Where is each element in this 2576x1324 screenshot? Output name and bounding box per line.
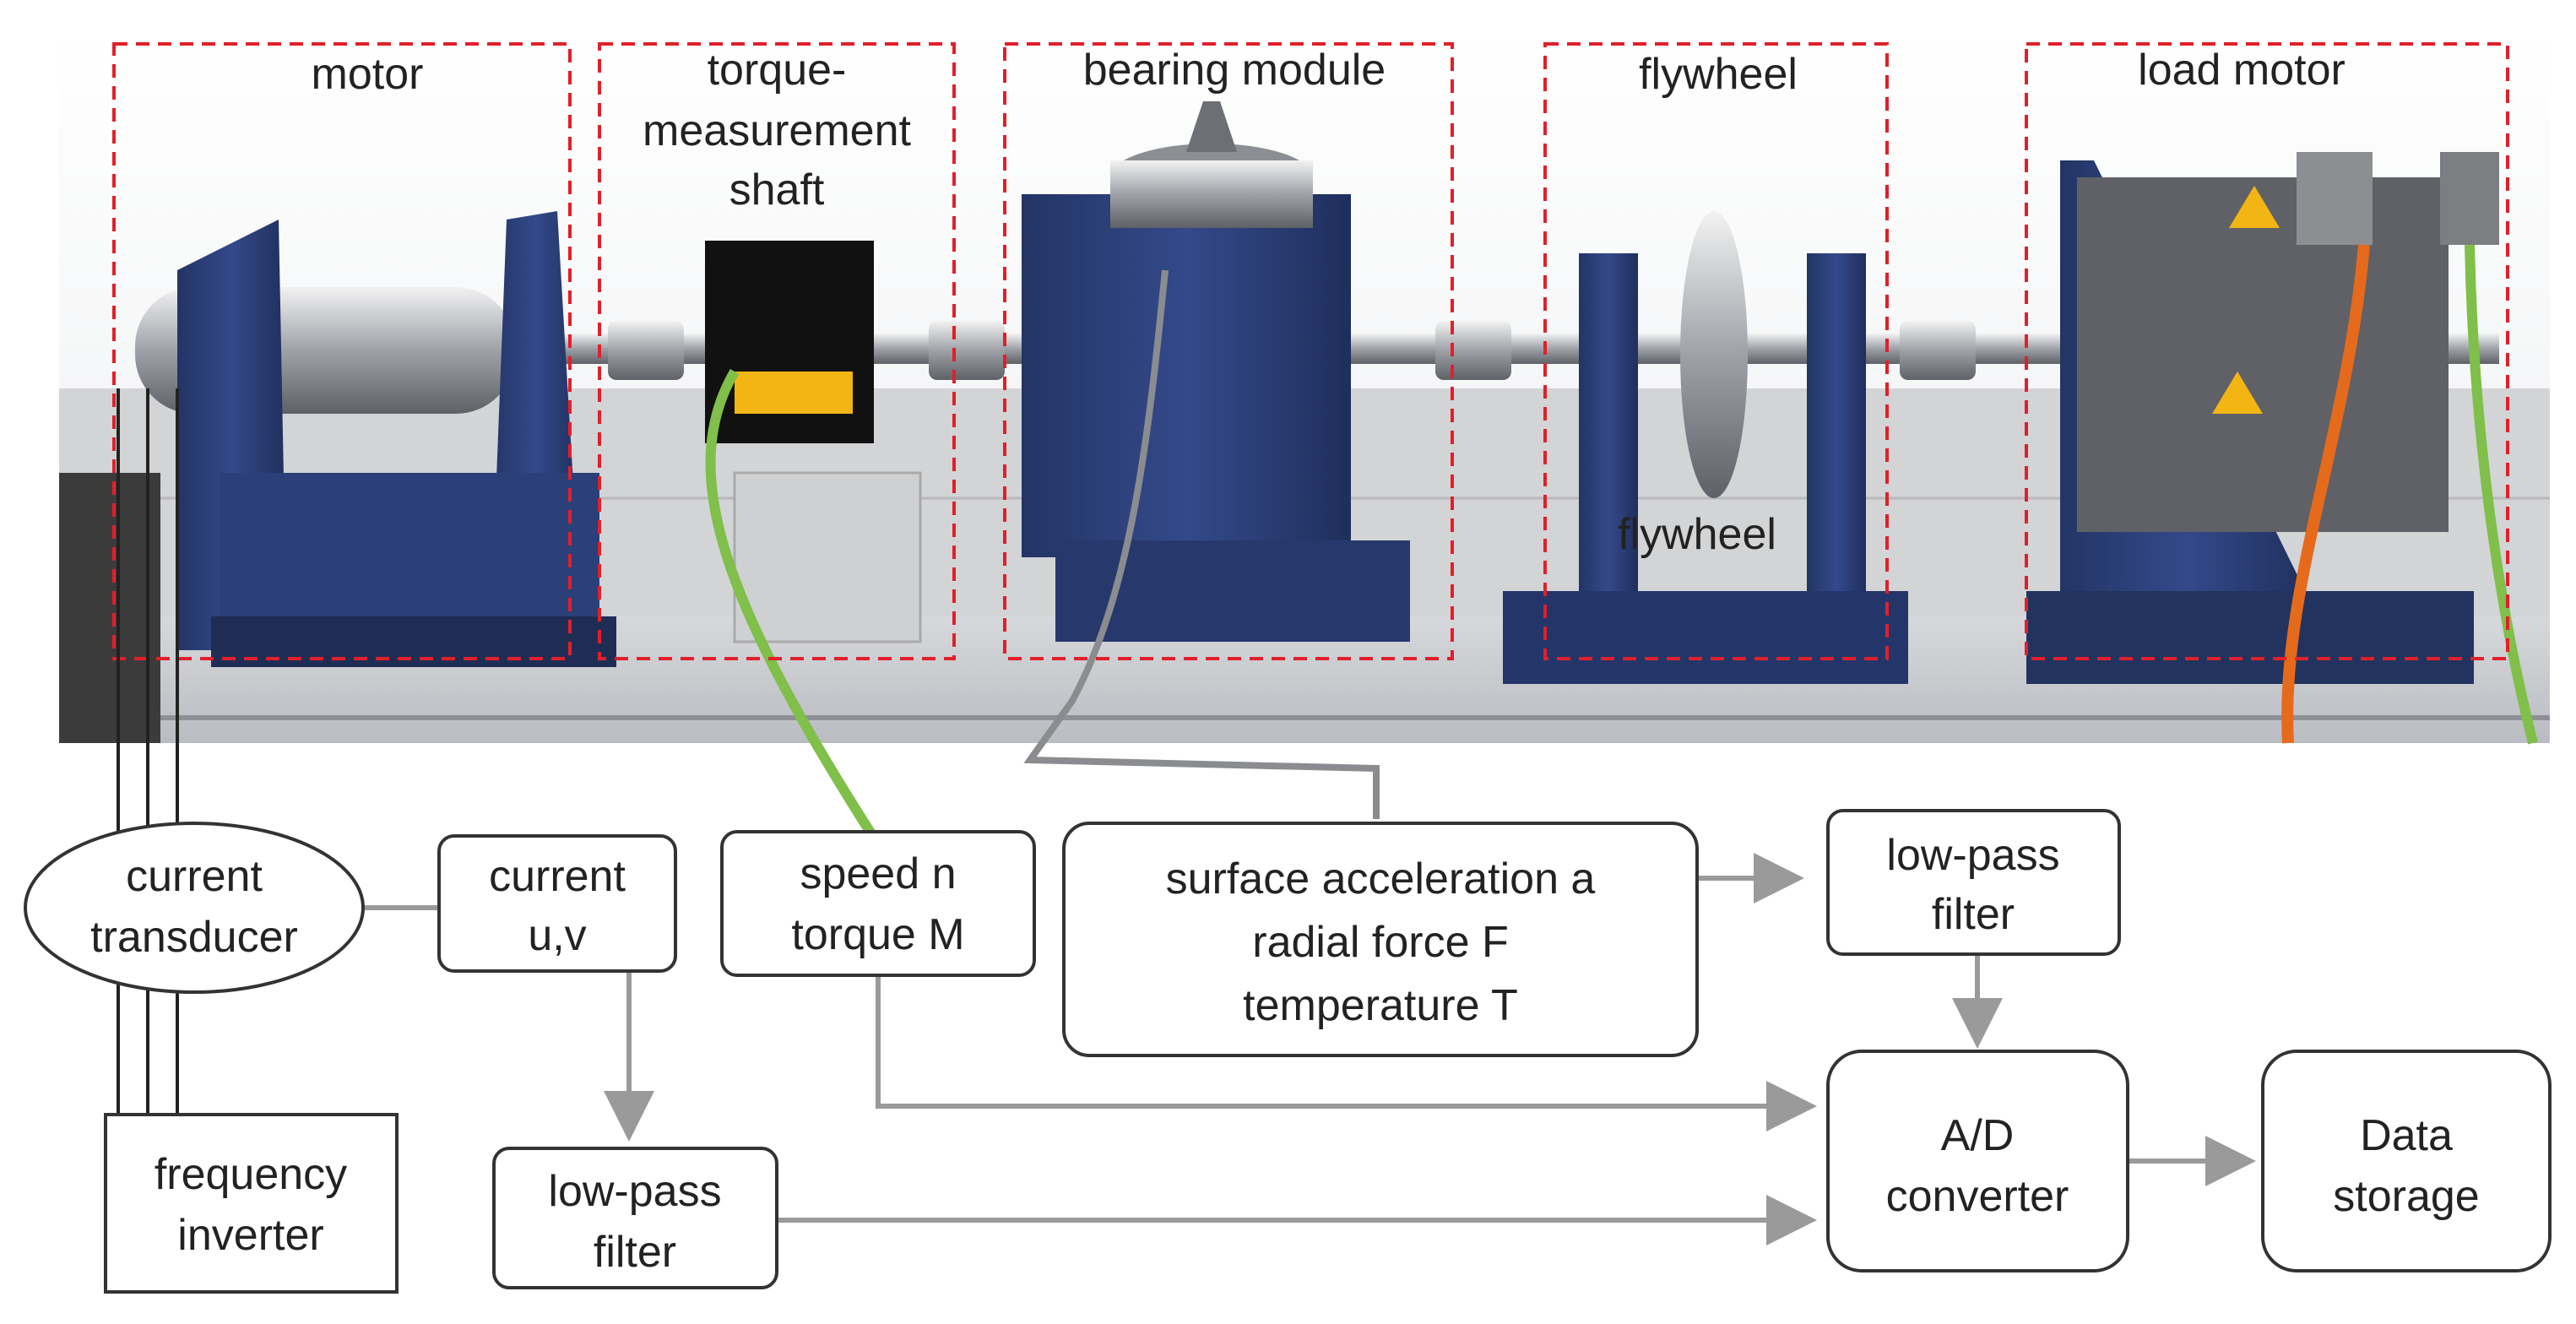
zone-torque-shaft: [598, 42, 956, 660]
frequency-inverter-block: frequency inverter: [104, 1113, 399, 1294]
test-rig-photo: [59, 25, 2550, 848]
surface-acceleration-line: surface acceleration a: [1166, 855, 1596, 903]
low-pass-bottom-line-2: filter: [594, 1228, 676, 1277]
sensor-signals-block: surface acceleration a radial force F te…: [1062, 822, 1699, 1057]
speed-torque-line-2: torque M: [791, 910, 964, 959]
label-torque-line-3: shaft: [729, 166, 825, 214]
zone-motor: [112, 42, 572, 660]
label-torque-line-1: torque-: [708, 46, 847, 95]
current-transducer-line-2: transducer: [90, 913, 298, 962]
zone-flywheel: [1543, 42, 1889, 660]
low-pass-top-line-1: low-pass: [1886, 831, 2059, 880]
current-transducer-line-1: current: [126, 852, 263, 901]
data-storage-line-2: storage: [2333, 1172, 2479, 1221]
current-uv-line-2: u,v: [528, 911, 586, 960]
low-pass-filter-bottom-block: low-pass filter: [492, 1147, 778, 1289]
radial-force-line: radial force F: [1252, 918, 1508, 967]
label-bearing-module: bearing module: [1083, 46, 1386, 95]
motor-hardware: [135, 211, 616, 667]
data-storage-block: Data storage: [2261, 1050, 2552, 1272]
torque-sensor-hardware: [705, 241, 922, 643]
label-flywheel-inner: flywheel: [1618, 510, 1776, 559]
flywheel-hardware: [1503, 211, 1908, 684]
frequency-inverter-line-1: frequency: [155, 1150, 347, 1199]
power-wires: [117, 388, 179, 1119]
low-pass-filter-top-block: low-pass filter: [1826, 809, 2121, 956]
left-base-block: [59, 473, 160, 743]
low-pass-bottom-line-1: low-pass: [548, 1167, 721, 1216]
frequency-inverter-line-2: inverter: [177, 1211, 323, 1260]
zone-bearing-module: [1003, 42, 1454, 660]
speed-torque-block: speed n torque M: [720, 830, 1036, 977]
signal-cables: [705, 244, 2538, 848]
label-load-motor: load motor: [2138, 46, 2346, 95]
current-uv-block: current u,v: [437, 834, 677, 973]
temperature-line: temperature T: [1243, 981, 1518, 1030]
ad-converter-block: A/D converter: [1826, 1050, 2129, 1272]
signal-arrows: [355, 853, 2256, 1245]
data-storage-line-1: Data: [2360, 1111, 2453, 1160]
low-pass-top-line-2: filter: [1932, 890, 2015, 939]
current-uv-line-1: current: [489, 852, 626, 901]
load-motor-hardware: [2026, 152, 2499, 684]
zone-labels: motor torque- measurement shaft bearing …: [312, 46, 2346, 559]
arrow-speed-to-ad: [876, 975, 1817, 1131]
label-flywheel: flywheel: [1639, 50, 1798, 99]
component-zones: [112, 42, 2509, 660]
label-torque-line-2: measurement: [643, 106, 911, 155]
label-motor: motor: [312, 50, 424, 99]
shaft-couplings: [608, 321, 1976, 380]
speed-torque-line-1: speed n: [800, 849, 956, 898]
ad-converter-line-1: A/D: [1941, 1111, 2015, 1160]
ad-converter-line-2: converter: [1886, 1172, 2069, 1221]
current-transducer-block: current transducer: [24, 822, 365, 994]
bearing-module-hardware: [1022, 101, 1410, 642]
